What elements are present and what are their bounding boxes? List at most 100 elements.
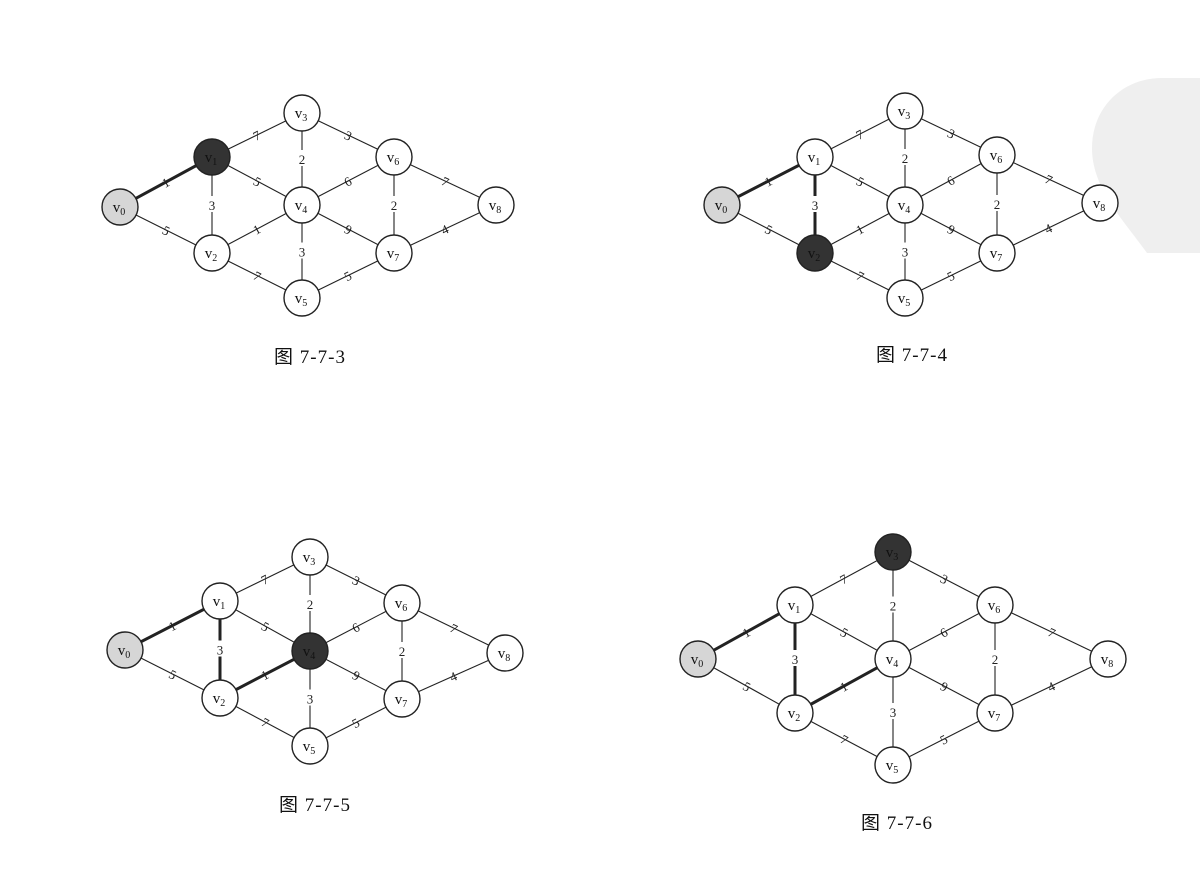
- edge-weight-v1-v2: 3: [209, 198, 216, 213]
- edge-weight-v1-v3: 7: [853, 126, 866, 143]
- edge-v6-v8: [994, 604, 1109, 660]
- node-v4: v4: [283, 186, 321, 224]
- node-v0-start: v0: [703, 186, 741, 224]
- node-v1-current: v1: [193, 138, 231, 176]
- node-v8: v8: [477, 186, 515, 224]
- node-v4: v4: [886, 186, 924, 224]
- node-v7: v7: [976, 694, 1014, 732]
- edge-weight-v1-v2: 3: [217, 643, 224, 658]
- edge-weight-v3-v4: 2: [890, 599, 897, 614]
- edge-weight-v7-v8: 4: [1042, 220, 1055, 237]
- node-subscript: 0: [722, 205, 727, 216]
- node-label-v8: v8: [498, 646, 511, 664]
- node-subscript: 8: [1108, 659, 1113, 670]
- node-letter: v: [295, 198, 303, 214]
- node-subscript: 6: [402, 603, 407, 614]
- edge-weight-v2-v5: 7: [251, 268, 264, 285]
- node-v3: v3: [283, 94, 321, 132]
- node-label-v2: v2: [788, 706, 801, 724]
- edge-weight-bg: [304, 689, 316, 706]
- edge-weight-v1-v3: 7: [259, 571, 272, 588]
- node-subscript: 4: [302, 205, 307, 216]
- edge-v7-v8: [401, 652, 506, 700]
- node-label-v6: v6: [387, 150, 400, 168]
- node-label-v3: v3: [295, 106, 308, 124]
- edge-weight-bg: [887, 596, 899, 613]
- node-subscript: 2: [220, 698, 225, 709]
- edge-weight-v3-v6: 3: [945, 125, 957, 141]
- node-v5: v5: [283, 279, 321, 317]
- edge-weight-v0-v1: 1: [159, 174, 172, 190]
- edge-weight-v4-v7: 9: [938, 678, 951, 694]
- node-label-v7: v7: [387, 246, 400, 264]
- node-subscript: 1: [815, 157, 820, 168]
- node-subscript: 4: [310, 651, 315, 662]
- node-circle: [291, 632, 329, 670]
- edge-v6-v8: [996, 154, 1101, 204]
- node-subscript: 7: [394, 253, 399, 264]
- node-label-v0: v0: [691, 652, 704, 670]
- node-subscript: 1: [795, 605, 800, 616]
- node-subscript: 8: [496, 205, 501, 216]
- decorative-blob: [1092, 78, 1200, 253]
- figure-caption: 图 7-7-3: [274, 347, 346, 368]
- node-circle: [776, 586, 814, 624]
- node-label-v3: v3: [886, 545, 899, 563]
- node-label-v4: v4: [886, 652, 899, 670]
- edge-weight-v3-v6: 3: [350, 572, 363, 588]
- edge-weight-v7-v8: 4: [439, 221, 452, 238]
- node-label-v2: v2: [213, 691, 226, 709]
- node-letter: v: [808, 246, 816, 262]
- node-letter: v: [303, 739, 311, 755]
- edge-weight-bg: [304, 595, 316, 611]
- node-circle: [375, 234, 413, 272]
- node-label-v1: v1: [788, 598, 801, 616]
- node-label-v6: v6: [988, 598, 1001, 616]
- node-circle: [201, 679, 239, 717]
- node-subscript: 7: [995, 713, 1000, 724]
- edge-weight-v4-v7: 9: [342, 221, 355, 237]
- node-circle: [201, 582, 239, 620]
- node-label-v5: v5: [886, 758, 899, 776]
- node-letter: v: [886, 545, 894, 561]
- node-letter: v: [898, 291, 906, 307]
- node-label-v5: v5: [303, 739, 316, 757]
- node-v2: v2: [776, 694, 814, 732]
- node-v0-start: v0: [101, 188, 139, 226]
- node-label-v7: v7: [988, 706, 1001, 724]
- node-subscript: 4: [893, 659, 898, 670]
- edge-weight-v6-v7: 2: [391, 198, 398, 213]
- node-letter: v: [213, 691, 221, 707]
- node-subscript: 5: [310, 746, 315, 757]
- node-circle: [679, 640, 717, 678]
- node-label-v1: v1: [213, 594, 226, 612]
- edge-weight-v6-v8: 7: [1046, 624, 1059, 641]
- node-label-v4: v4: [898, 198, 911, 216]
- node-letter: v: [788, 706, 796, 722]
- node-subscript: 8: [505, 653, 510, 664]
- node-v5: v5: [874, 746, 912, 784]
- node-label-v8: v8: [1093, 196, 1106, 214]
- node-circle: [874, 640, 912, 678]
- edge-weight-v4-v6: 6: [341, 173, 354, 190]
- edge-weight-v4-v5: 3: [299, 245, 306, 260]
- edge-weight-bg: [899, 149, 911, 165]
- edge-weight-v5-v7: 5: [945, 268, 957, 284]
- edge-v3-v6: [892, 551, 996, 606]
- edge-weight-bg: [396, 642, 408, 658]
- node-label-v6: v6: [395, 596, 408, 614]
- edge-weight-v5-v7: 5: [937, 731, 950, 747]
- node-circle: [886, 92, 924, 130]
- node-v4-current: v4: [291, 632, 329, 670]
- edge-v6-v8: [393, 156, 497, 206]
- node-subscript: 2: [815, 253, 820, 264]
- node-circle: [978, 136, 1016, 174]
- edge-weight-v6-v7: 2: [994, 197, 1001, 212]
- node-subscript: 7: [402, 699, 407, 710]
- node-v4: v4: [874, 640, 912, 678]
- node-label-v0: v0: [118, 643, 131, 661]
- node-letter: v: [387, 246, 395, 262]
